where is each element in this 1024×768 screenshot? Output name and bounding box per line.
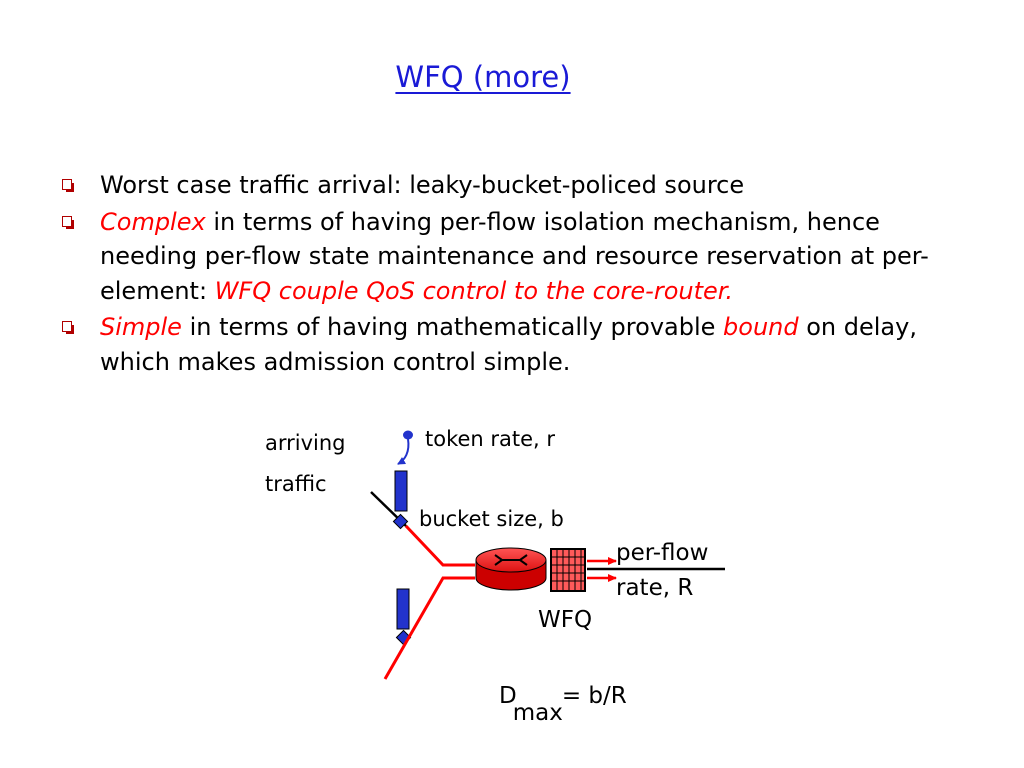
bullet-item-2: Complex in terms of having per-flow isol… xyxy=(60,205,940,309)
rate-label: rate, R xyxy=(616,575,694,601)
router-icon xyxy=(475,547,547,591)
leaky-bucket-lower xyxy=(383,576,475,680)
formula-rest: = b/R xyxy=(561,683,627,709)
regulator-diamond-icon xyxy=(392,513,409,530)
delay-bound-formula: Dmax= b/R xyxy=(499,683,632,726)
bullet-2-emphasis-complex: Complex xyxy=(100,207,206,236)
bullet-2-emphasis-wfq: WFQ couple QoS control to the core-route… xyxy=(214,276,734,305)
traffic-label: traffic xyxy=(265,472,327,496)
bullet-2-text: in terms of having per-flow isolation me… xyxy=(100,207,929,305)
bucket-size-label: bucket size, b xyxy=(419,507,564,531)
square-bullet-icon xyxy=(62,179,72,190)
formula-d: D xyxy=(499,683,517,709)
bullet-item-1: Worst case traffic arrival: leaky-bucket… xyxy=(60,168,940,203)
token-rate-label: token rate, r xyxy=(425,427,556,451)
lower-link xyxy=(383,576,475,680)
square-bullet-icon xyxy=(62,215,72,227)
token-bucket-icon xyxy=(394,470,408,512)
formula-subscript: max xyxy=(512,700,563,726)
output-links xyxy=(587,557,725,582)
per-flow-label: per-flow xyxy=(616,540,709,566)
wfq-label: WFQ xyxy=(538,607,593,633)
queue-buffer-icon xyxy=(550,548,586,592)
bullet-3-text-b: on delay, which makes admission control … xyxy=(100,313,917,376)
slide-title: WFQ (more) xyxy=(395,60,571,94)
arriving-label: arriving xyxy=(265,431,346,455)
leaky-bucket-upper xyxy=(370,470,475,567)
token-bucket-icon xyxy=(396,588,410,630)
bullet-list: Worst case traffic arrival: leaky-bucket… xyxy=(60,168,940,381)
upper-link xyxy=(404,524,475,567)
bullet-3-emphasis-simple: Simple xyxy=(100,313,182,341)
bullet-3-emphasis-bound: bound xyxy=(723,313,799,341)
bullet-item-3: Simple in terms of having mathematically… xyxy=(60,310,940,379)
bullet-1-text: Worst case traffic arrival: leaky-bucket… xyxy=(100,171,745,199)
token-dot-icon xyxy=(403,430,413,440)
token-source xyxy=(397,430,413,465)
square-bullet-icon xyxy=(62,321,72,332)
bullet-3-text-a: in terms of having mathematically provab… xyxy=(181,313,724,341)
token-arrow-icon xyxy=(397,438,410,465)
